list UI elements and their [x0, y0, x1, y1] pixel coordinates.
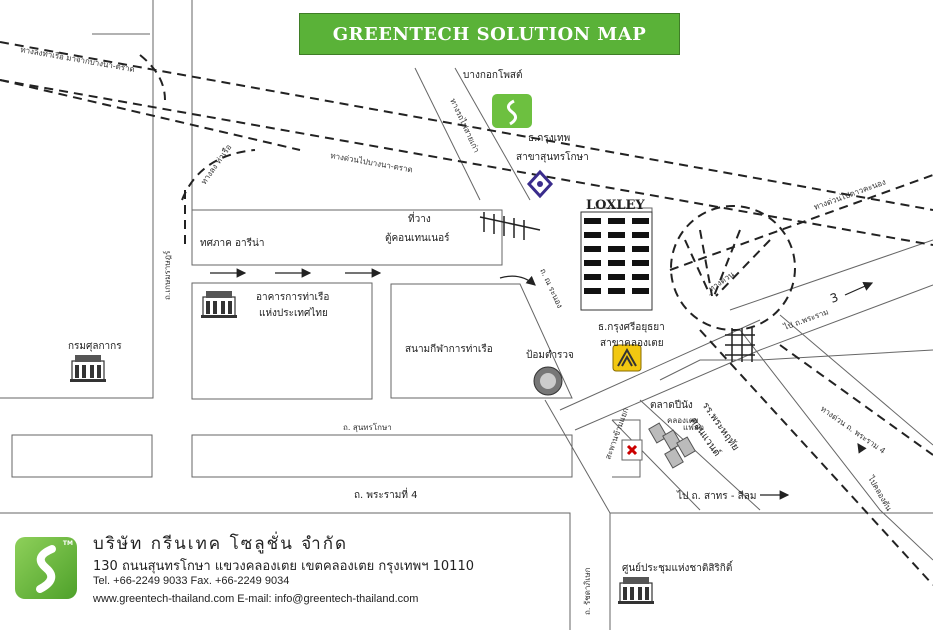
greentech-logo-icon: TM — [15, 537, 77, 599]
expressways — [0, 41, 933, 586]
svg-text:สาขาสุนทรโกษา: สาขาสุนทรโกษา — [516, 150, 589, 163]
svg-text:สนามกีฬาการท่าเรือ: สนามกีฬาการท่าเรือ — [405, 343, 493, 355]
svg-text:ธ.กรุงศรีอยุธยา: ธ.กรุงศรีอยุธยา — [598, 321, 665, 333]
svg-text:ธ.กรุงเทพ: ธ.กรุงเทพ — [528, 133, 570, 144]
svg-text:ถ.เกษมราษฎร์: ถ.เกษมราษฎร์ — [162, 250, 172, 300]
building-icon — [200, 290, 238, 319]
police-box-icon — [533, 366, 563, 396]
svg-text:ทศภาค อารีน่า: ทศภาค อารีน่า — [200, 237, 264, 249]
svg-text:แฟลต: แฟลต — [683, 423, 704, 432]
company-web: www.greentech-thailand.com E-mail: info@… — [93, 593, 419, 605]
direction-arrow-icon — [499, 275, 536, 286]
company-name: บริษัท กรีนเทค โซลูชั่น จำกัด — [93, 534, 349, 554]
svg-text:ป้อมตำรวจ: ป้อมตำรวจ — [526, 349, 574, 361]
direction-arrow-icon — [857, 443, 867, 454]
company-address: 130 ถนนสุนทรโกษา แขวงคลองเตย เขตคลองเตย … — [93, 559, 474, 574]
direction-arrows — [210, 268, 874, 500]
svg-text:อาคารการท่าเรือ: อาคารการท่าเรือ — [256, 291, 329, 303]
svg-text:ทางด่วน: ทางด่วน — [707, 269, 736, 293]
rail-crossing — [479, 212, 755, 362]
svg-text:ทางด่วนไปดาวคะนอง: ทางด่วนไปดาวคะนอง — [813, 177, 888, 211]
map-title-text: GREENTECH SOLUTION MAP — [332, 23, 647, 45]
logo-mark — [36, 545, 56, 593]
svg-text:ไป ถ.พระราม: ไป ถ.พระราม — [782, 307, 830, 332]
svg-text:ถ. พระรามที่ 4: ถ. พระรามที่ 4 — [354, 487, 417, 501]
svg-text:ที่วาง: ที่วาง — [408, 211, 431, 225]
svg-text:สาขาคลองเตย: สาขาคลองเตย — [600, 338, 664, 349]
svg-text:บางกอกโพสต์: บางกอกโพสต์ — [463, 68, 523, 81]
svg-text:ตู้คอนเทนเนอร์: ตู้คอนเทนเนอร์ — [385, 232, 450, 244]
krungsri-bank-icon — [612, 344, 642, 372]
svg-text:ถ. รัชดาภิเษก: ถ. รัชดาภิเษก — [583, 567, 592, 615]
company-phone: Tel. +66-2249 9033 Fax. +66-2249 9034 — [93, 575, 290, 587]
svg-text:ทางลงท่าเรือ มาจากบางนา-ตราด: ทางลงท่าเรือ มาจากบางนา-ตราด — [20, 45, 136, 74]
svg-text:ศูนย์ประชุมแห่งชาติสิริกิติ์: ศูนย์ประชุมแห่งชาติสิริกิติ์ — [622, 560, 734, 574]
svg-text:ทางด่วน ถ. พระราม 4: ทางด่วน ถ. พระราม 4 — [819, 404, 887, 455]
direction-arrow-icon — [844, 282, 874, 296]
map-title: GREENTECH SOLUTION MAP — [299, 13, 680, 55]
greentech-logo-icon — [492, 94, 532, 128]
svg-text:แห่งประเทศไทย: แห่งประเทศไทย — [259, 307, 328, 319]
shell-station-icon — [621, 439, 643, 461]
svg-text:ทางด่วนไปบางนา-ตราด: ทางด่วนไปบางนา-ตราด — [330, 151, 414, 174]
svg-text:กรมศุลกากร: กรมศุลกากร — [68, 341, 122, 352]
trademark-label: TM — [62, 540, 73, 547]
building-icon — [617, 576, 655, 605]
svg-text:ตลาดปีนัง: ตลาดปีนัง — [650, 399, 693, 411]
loxley-building: LOXLEY — [580, 198, 653, 311]
svg-text:ไปคลองตัน: ไปคลองตัน — [866, 474, 894, 513]
building-icon — [69, 354, 107, 383]
svg-text:ถ. ณ ระนอง: ถ. ณ ระนอง — [538, 267, 564, 310]
bangkok-bank-icon — [526, 169, 554, 199]
svg-text:ถ. สุนทรโกษา: ถ. สุนทรโกษา — [343, 422, 392, 432]
loxley-label: LOXLEY — [586, 198, 645, 213]
svg-text:ไป ถ. สาทร - สีลม: ไป ถ. สาทร - สีลม — [676, 490, 756, 502]
svg-text:ทางลง ท่าเรือ: ทางลง ท่าเรือ — [199, 143, 233, 187]
svg-text:คลองเตย: คลองเตย — [667, 416, 699, 425]
market-buildings — [648, 422, 696, 469]
svg-text:3: 3 — [828, 290, 840, 306]
